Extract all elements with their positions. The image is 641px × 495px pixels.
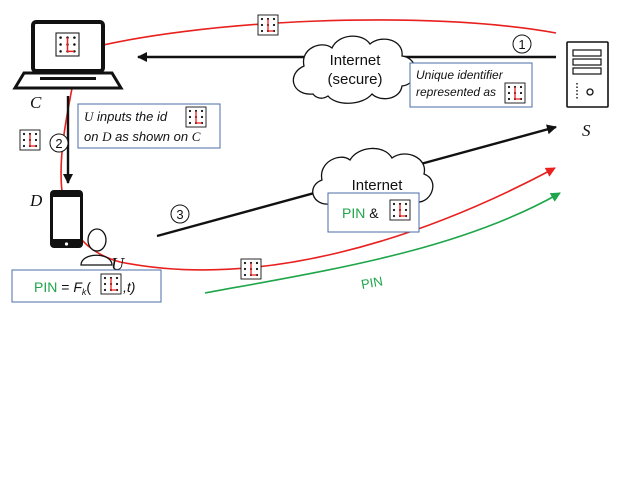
inputs-user-symbol: U: [84, 109, 95, 124]
grid-icon-top-curve: [257, 14, 279, 36]
pin-amp-amp: &: [365, 205, 379, 221]
cloud-top-line1: Internet: [330, 52, 382, 69]
cloud-bottom-line1: Internet: [352, 177, 404, 194]
cloud-icon: [292, 35, 417, 104]
formula-left: PIN = Fk(: [34, 279, 91, 297]
server-label: S: [582, 121, 591, 140]
green-pin-label: PIN: [360, 273, 384, 292]
red-curve-bottom: [60, 77, 556, 271]
server-icon: [566, 41, 609, 108]
unique-identifier-box: Unique identifier represented as: [409, 62, 533, 108]
inputs-line2: on D as shown on C: [84, 129, 201, 144]
grid-icon-inputs: [185, 106, 207, 128]
grid-icon-unique: [504, 82, 526, 104]
user-icon: [80, 228, 113, 266]
step3-circle: [170, 204, 190, 224]
cloud-top-line2: (secure): [327, 71, 382, 88]
inputs-device-symbol: D: [101, 129, 112, 144]
grid-icon-pin-box: [389, 199, 411, 221]
client-label: C: [30, 93, 42, 112]
inputs-line1: U inputs the id: [84, 109, 168, 124]
step2-label: 2: [55, 136, 62, 151]
grid-icon-left-curve: [19, 129, 41, 151]
step1-label: 1: [518, 37, 525, 52]
device-label: D: [29, 191, 43, 210]
formula-close: ,t): [123, 279, 135, 295]
formula-f: F: [73, 279, 83, 295]
formula-sub: k: [82, 287, 87, 297]
user-label: U: [111, 254, 125, 274]
unique-line1: Unique identifier: [416, 68, 504, 82]
inputs-client-symbol: C: [192, 129, 201, 144]
inputs-line1-text: inputs the id: [93, 109, 167, 124]
green-curve-pin: [204, 192, 561, 294]
formula-pin: PIN: [34, 279, 57, 295]
pin-formula-box: PIN = Fk( ,t): [11, 269, 162, 303]
formula-open: (: [86, 279, 91, 295]
smartphone-icon: [50, 190, 83, 248]
pin-amp-pin: PIN: [342, 205, 365, 221]
laptop-icon: [12, 20, 124, 90]
step1-circle: [512, 34, 532, 54]
red-curve-top: [73, 19, 557, 53]
step3-label: 3: [176, 207, 183, 222]
step2-circle: [49, 133, 69, 153]
user-inputs-box: U inputs the id on D as shown on C: [77, 103, 221, 149]
grid-icon-formula: [100, 273, 122, 295]
inputs-line2-pre: on: [84, 129, 102, 144]
pin-and-id-box: PIN &: [327, 192, 420, 233]
formula-eq: =: [57, 279, 73, 295]
unique-line2: represented as: [416, 85, 496, 99]
grid-icon-bottom-curve: [240, 258, 262, 280]
inputs-line2-mid: as shown on: [111, 129, 191, 144]
pin-amp-text: PIN &: [342, 205, 379, 221]
